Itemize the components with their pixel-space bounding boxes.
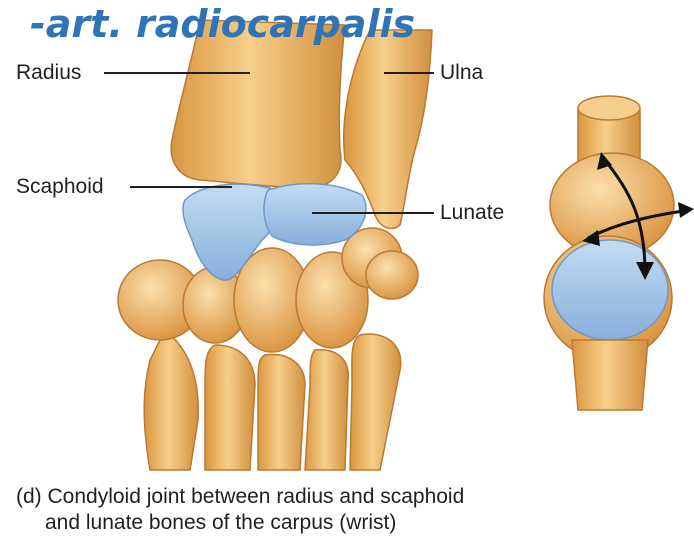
caption-line-1: (d) Condyloid joint between radius and s… [16, 484, 686, 510]
radius-label: Radius [16, 61, 81, 85]
model-cartilage [552, 240, 668, 340]
model-rod-top [578, 96, 640, 120]
ulna-label: Ulna [440, 61, 483, 85]
metacarpal-2 [205, 345, 255, 470]
figure-caption: (d) Condyloid joint between radius and s… [16, 484, 686, 536]
slide-heading: -art. radiocarpalis [30, 2, 415, 46]
metacarpal-1 [144, 330, 198, 470]
caption-line-2: and lunate bones of the carpus (wrist) [16, 510, 686, 536]
metacarpal-5 [350, 334, 401, 470]
metacarpal-4 [305, 350, 348, 470]
lunate-bone [264, 184, 366, 245]
lunate-label: Lunate [440, 201, 504, 225]
scaphoid-label: Scaphoid [16, 175, 104, 199]
pisiform [366, 251, 418, 299]
metacarpal-3 [258, 355, 305, 470]
condyloid-joint-model [544, 96, 694, 410]
model-arrowhead-right [678, 202, 694, 218]
model-lower-rod [572, 340, 648, 410]
